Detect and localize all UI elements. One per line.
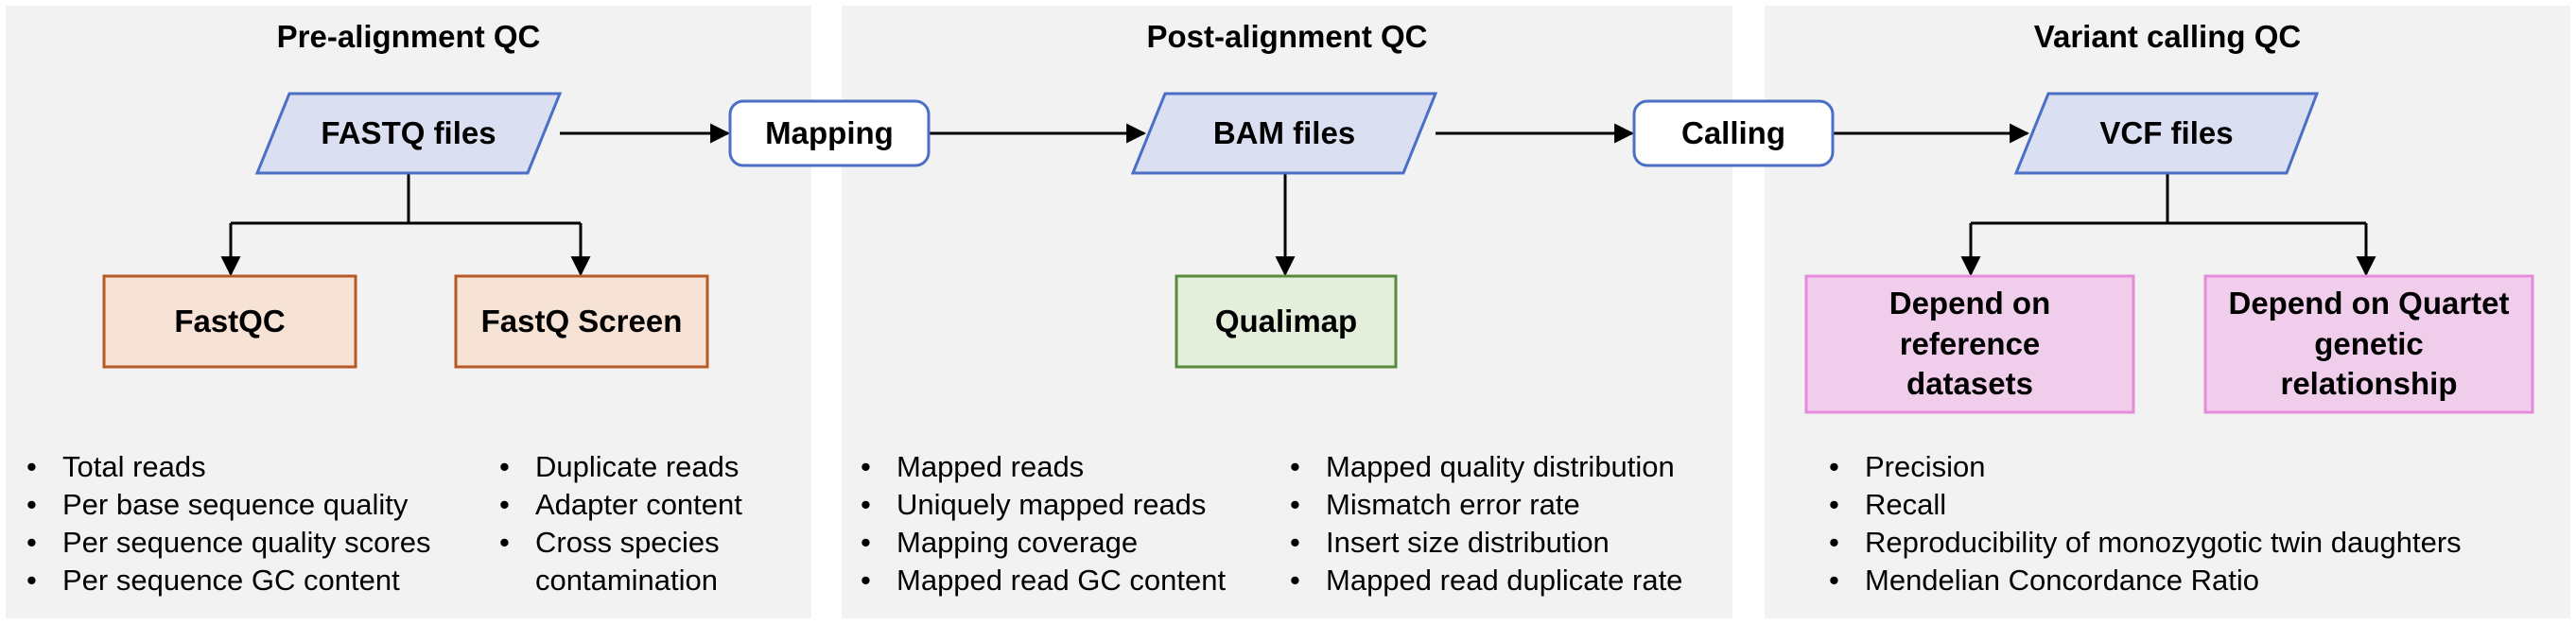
list-item: Per sequence GC content — [19, 562, 430, 599]
post-alignment-metrics-right: Mapped quality distribution Mismatch err… — [1282, 448, 1682, 599]
fastqc-node: FastQC — [174, 303, 286, 339]
panel-title-variant-calling: Variant calling QC — [2033, 19, 2302, 54]
list-item: Cross species — [492, 524, 742, 562]
variant-calling-metrics: Precision Recall Reproducibility of mono… — [1821, 448, 2462, 599]
list-item: Precision — [1821, 448, 2462, 486]
list-item: Per sequence quality scores — [19, 524, 430, 562]
pre-alignment-metrics-right: Duplicate reads Adapter content Cross sp… — [492, 448, 742, 599]
list-item: Recall — [1821, 486, 2462, 524]
connector-fastq-branch — [231, 173, 581, 225]
list-item: Mendelian Concordance Ratio — [1821, 562, 2462, 599]
vcf-node-shape — [2013, 92, 2320, 175]
pre-alignment-metrics-left: Total reads Per base sequence quality Pe… — [19, 448, 430, 599]
list-item: Total reads — [19, 448, 430, 486]
list-item: Duplicate reads — [492, 448, 742, 486]
bam-files-node: BAM files — [1212, 114, 1356, 150]
list-item: Mapped read GC content — [853, 562, 1226, 599]
fastq-screen-box-shape — [454, 274, 709, 369]
list-item: Mismatch error rate — [1282, 486, 1682, 524]
list-item: Reproducibility of monozygotic twin daug… — [1821, 524, 2462, 562]
qualimap-box-shape — [1175, 274, 1398, 369]
depend-reference-box-shape — [1804, 274, 2135, 414]
calling-node: Calling — [1680, 114, 1785, 150]
post-alignment-metrics-left: Mapped reads Uniquely mapped reads Mappi… — [853, 448, 1226, 599]
fastq-node-shape — [254, 92, 563, 175]
fastq-files-node: FASTQ files — [321, 114, 496, 150]
list-item: Mapped reads — [853, 448, 1226, 486]
depend-quartet-node: Depend on Quartet genetic relationship — [2228, 285, 2510, 402]
fastqc-box-shape — [102, 274, 357, 369]
list-item: Insert size distribution — [1282, 524, 1682, 562]
bam-node-shape — [1130, 92, 1438, 175]
mapping-node: Mapping — [765, 114, 894, 150]
calling-node-shape — [1632, 99, 1835, 167]
list-item: contamination — [535, 564, 719, 597]
qualimap-node: Qualimap — [1214, 303, 1358, 339]
connector-vcf-branch — [1971, 173, 2366, 225]
list-item: Mapping coverage — [853, 524, 1226, 562]
depend-quartet-box-shape — [2203, 274, 2534, 414]
list-item: Mapped quality distribution — [1282, 448, 1682, 486]
panel-title-post-alignment: Post-alignment QC — [1146, 19, 1428, 54]
list-item: Uniquely mapped reads — [853, 486, 1226, 524]
panel-title-pre-alignment: Pre-alignment QC — [276, 19, 541, 54]
mapping-node-shape — [728, 99, 931, 167]
fastq-screen-node: FastQ Screen — [480, 303, 683, 339]
list-item: Adapter content — [492, 486, 742, 524]
vcf-files-node: VCF files — [2099, 114, 2234, 150]
list-item: Per base sequence quality — [19, 486, 430, 524]
depend-reference-node: Depend on reference datasets — [1888, 285, 2051, 402]
list-item: Mapped read duplicate rate — [1282, 562, 1682, 599]
